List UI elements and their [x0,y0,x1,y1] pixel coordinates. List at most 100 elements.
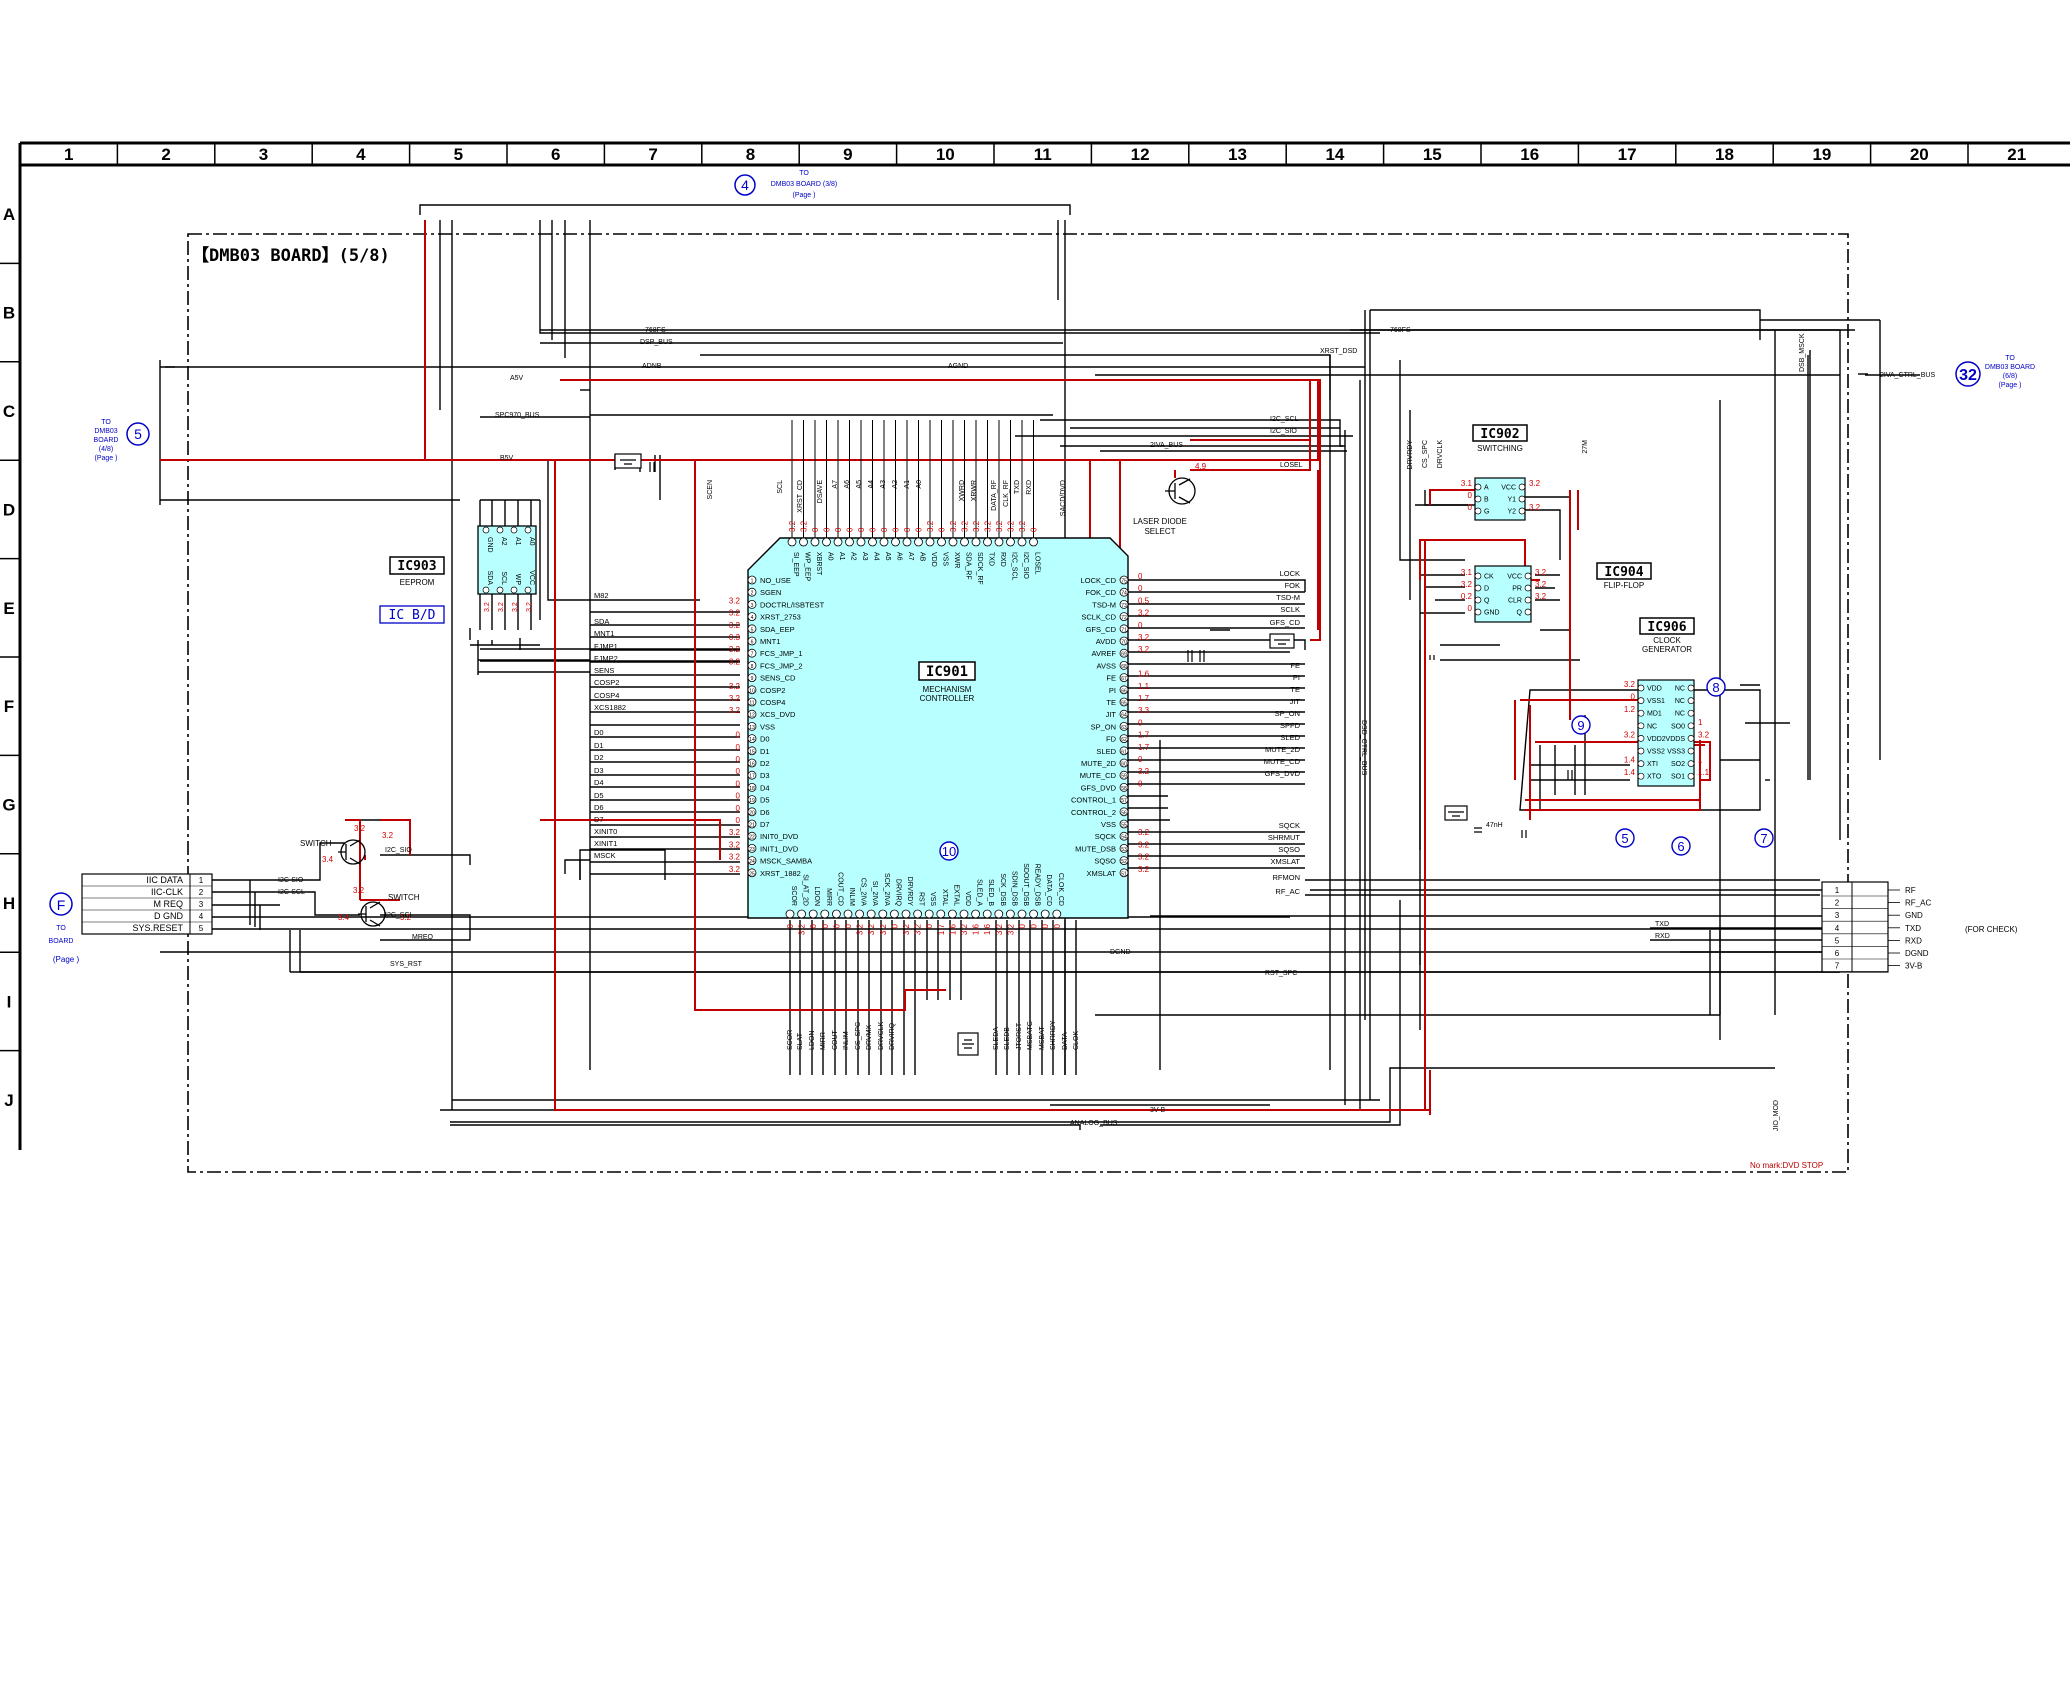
ic901-bottom-pin-label: VDD [964,891,971,906]
bottom-signal-label: MSBATG [1027,1021,1034,1050]
ic901-pin [747,575,757,585]
voltage-reading: 0 [869,527,878,532]
top-bus-signal-label: A1 [904,480,911,489]
ic901-left-pin-label: D6 [760,808,770,817]
col-label: 21 [2007,145,2026,164]
f-signal-label: SYS.RESET [132,923,183,933]
left-signal-label: SENS [594,666,614,675]
board-title: 【DMB03 BOARD】(5/8) [192,245,390,266]
ic901-pin [913,909,922,919]
ic901-pin-number: 4 [751,615,754,621]
left-signal-label: D1 [594,741,604,750]
check-pin-number: 1 [1835,886,1840,895]
bus-label: CS_SPC [1422,440,1429,468]
ic901-pin [983,537,992,547]
ic906-pin [1637,735,1645,742]
voltage-reading: 3.2 [1535,568,1547,577]
ic901-pin [832,909,841,919]
voltage-reading: 0 [915,527,924,532]
bottom-signal-label: SLAT [797,1032,804,1050]
ic904-pin [1524,596,1532,604]
ic901-pin [1119,844,1129,853]
ic903-pin [482,586,490,594]
bottom-signal-label: SLEDB [1004,1027,1011,1050]
voltage-reading: 0 [821,923,830,928]
top-bus-signal-label: TXD [1014,480,1021,494]
ic906-pin-label: NC [1647,723,1657,730]
bus-label: MREQ [412,934,434,941]
top-bus-signal-label: A3 [880,480,887,489]
ic901-top-pin-label: A2 [850,552,857,561]
marker-circle [1706,677,1726,697]
ic901-right-pin-label: SP_ON [1091,722,1116,731]
voltage-reading: 1.1 [1698,768,1710,777]
ic901-pin-number: 63 [1121,725,1127,731]
ic901-pin [747,819,757,829]
connector-5-line5: (Page ) [95,455,118,462]
f-signal-label: D GND [154,911,184,921]
voltage-reading: 0 [1631,693,1636,702]
ic901-pin [878,909,888,919]
connector-32-line4: (Page ) [1999,382,2022,389]
ic901-pin [1052,909,1062,919]
bottom-signal-label: MSBAT [1039,1026,1046,1050]
ic901-pin [948,537,958,547]
ic906-pin-label: VSS1 [1647,698,1665,705]
ic901-pin [747,685,757,695]
bottom-signal-label: COUT [832,1029,839,1050]
ic901-pin [856,537,866,547]
ic901-right-pin-label: PI [1109,686,1116,695]
ic901-pin [948,909,957,919]
ic901-pin [747,734,757,743]
right-signal-label: FE [1290,661,1300,670]
voltage-reading: 0 [1138,755,1143,764]
ic901-right-pin-label: FD [1106,735,1117,744]
ic901-bottom-pin-label: SCK_2IVA [883,873,890,906]
left-signal-label: D4 [594,778,604,787]
ic901-pin [747,648,757,658]
bus-label: DGND [1110,949,1131,956]
ic901-top-pin-label: A5 [884,552,891,561]
bus-label: I2C_SIO [385,847,412,854]
col-label: 12 [1131,145,1150,164]
ic901-pin-number: 16 [749,762,755,768]
connector-5: 5 TO DMB03 BOARD (4/8) (Page ) [94,419,150,462]
ic901-pin [1119,600,1129,609]
voltage-reading: 3.4 [338,913,350,922]
ic906-pin-label: SO1 [1671,774,1685,781]
bottom-signal-label: JTORST [1016,1022,1023,1050]
bus-label: LOSEL [1280,462,1303,469]
voltage-reading: 0.2 [1461,592,1473,601]
col-label: 7 [648,145,657,164]
left-signal-label: D2 [594,753,604,762]
voltage-reading: 1.2 [1624,705,1636,714]
ic901-pin-number: 6 [751,640,754,646]
ic901-right-pin-label: FOK_CD [1086,588,1117,597]
ic901-pin [747,636,757,646]
ic903-pin-label: SCL [500,571,507,585]
voltage-reading: 3.2 [512,602,519,612]
ic901-pin-number: 11 [749,701,754,707]
voltage-reading: 1.6 [948,923,957,935]
left-signal-label: XINIT1 [594,839,617,848]
right-signal-label: SQCK [1279,821,1300,830]
ic906-pin-label: VDDS [1666,736,1686,743]
top-bus-signal-label: CLK_RF [1003,480,1010,507]
connector-4-line2: DMB03 BOARD (3/8) [771,181,838,188]
ic901-pin [1029,909,1038,919]
ic901-pin-number: 73 [1121,603,1127,609]
voltage-reading: 1.1 [1138,682,1150,691]
ic906-clock-generator: VDD3.2VSS10MD11.2NCVDD23.2VSS2XTI1.4XTO1… [1624,617,1710,787]
ic901-bottom-pin-label: SLED_B [987,879,994,906]
row-label: A [3,205,15,224]
voltage-reading: 3.2 [914,923,923,935]
row-label: B [3,304,15,323]
col-label: 16 [1520,145,1539,164]
ic901-left-pin-label: XRST_1882 [760,869,801,878]
voltage-reading: 0 [811,527,820,532]
ic901-pin [747,758,757,768]
board-footnote: No mark:DVD STOP [1750,1161,1823,1170]
voltage-reading: 3.2 [1138,767,1150,776]
voltage-reading: 0 [736,755,741,764]
